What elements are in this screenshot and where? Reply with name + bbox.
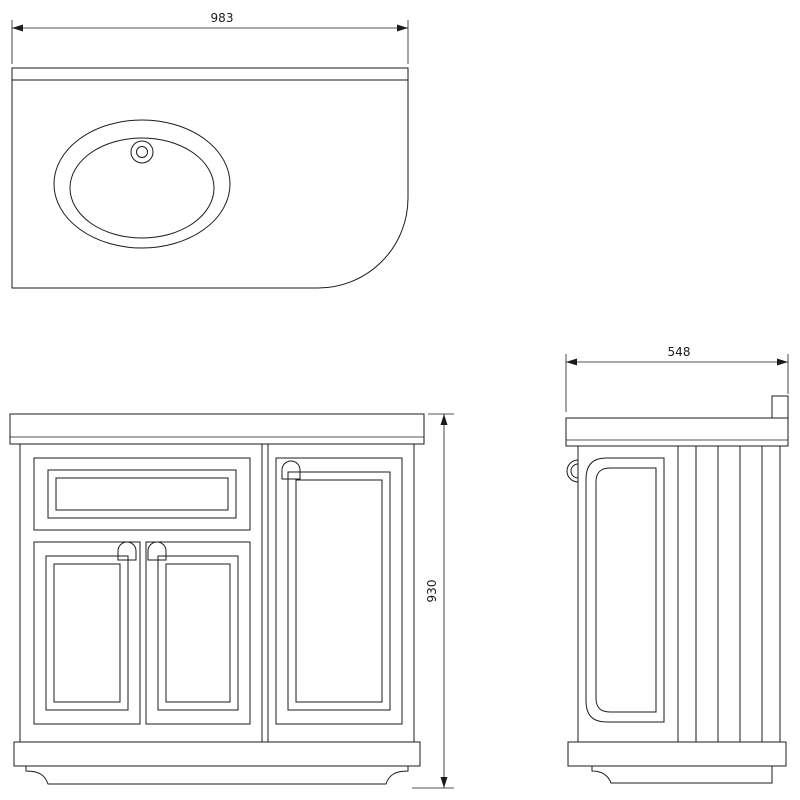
front-height-dimension: 930	[412, 413, 454, 789]
side-door-frame-inner	[595, 467, 657, 713]
side-handle-outer	[566, 459, 579, 483]
basin-inner-bowl	[69, 137, 215, 239]
overflow-hole-outer	[130, 140, 154, 164]
drawer-front-outer	[33, 457, 251, 531]
middle-door-handle	[147, 541, 167, 561]
side-depth-label: 548	[668, 345, 691, 359]
side-backsplash	[771, 395, 789, 419]
left-door-outer	[33, 541, 141, 725]
arrowhead-bottom	[440, 777, 448, 788]
right-door-moulding	[287, 471, 391, 711]
plan-view: 983	[11, 11, 409, 289]
front-countertop	[9, 413, 425, 445]
overflow-hole-inner	[136, 146, 148, 158]
drawer-front-panel	[55, 477, 229, 511]
arrowhead-left	[12, 24, 23, 32]
left-door-moulding	[45, 555, 129, 711]
front-view: 930	[9, 413, 454, 789]
left-door-panel	[53, 563, 121, 703]
side-handle-inner	[570, 463, 579, 479]
right-door-outer	[275, 457, 403, 725]
right-door-handle	[281, 460, 301, 480]
countertop-outline	[11, 67, 409, 289]
arrowhead-right	[397, 24, 408, 32]
basin-outer-rim	[53, 119, 231, 249]
side-cabinet-body	[577, 445, 781, 743]
side-countertop	[565, 417, 789, 447]
plan-width-label: 983	[211, 11, 234, 25]
side-depth-dimension: 548	[565, 345, 789, 412]
arrowhead-right	[777, 358, 788, 366]
front-plinth-band	[13, 741, 421, 767]
plan-width-dimension: 983	[11, 11, 409, 64]
middle-door-panel	[165, 563, 231, 703]
arrowhead-left	[566, 358, 577, 366]
side-view: 548	[565, 345, 789, 784]
left-door-handle	[117, 541, 137, 561]
front-cabinet-body	[19, 443, 415, 743]
side-plinth-skirt	[591, 766, 773, 784]
front-height-label: 930	[425, 580, 439, 603]
side-door-frame-outer	[585, 457, 665, 723]
middle-door-outer	[145, 541, 251, 725]
middle-door-moulding	[157, 555, 239, 711]
front-plinth-skirt	[25, 766, 409, 785]
right-door-panel	[295, 479, 383, 703]
side-plinth-band	[567, 741, 787, 767]
drawer-front-moulding	[47, 469, 237, 519]
arrowhead-top	[440, 414, 448, 425]
